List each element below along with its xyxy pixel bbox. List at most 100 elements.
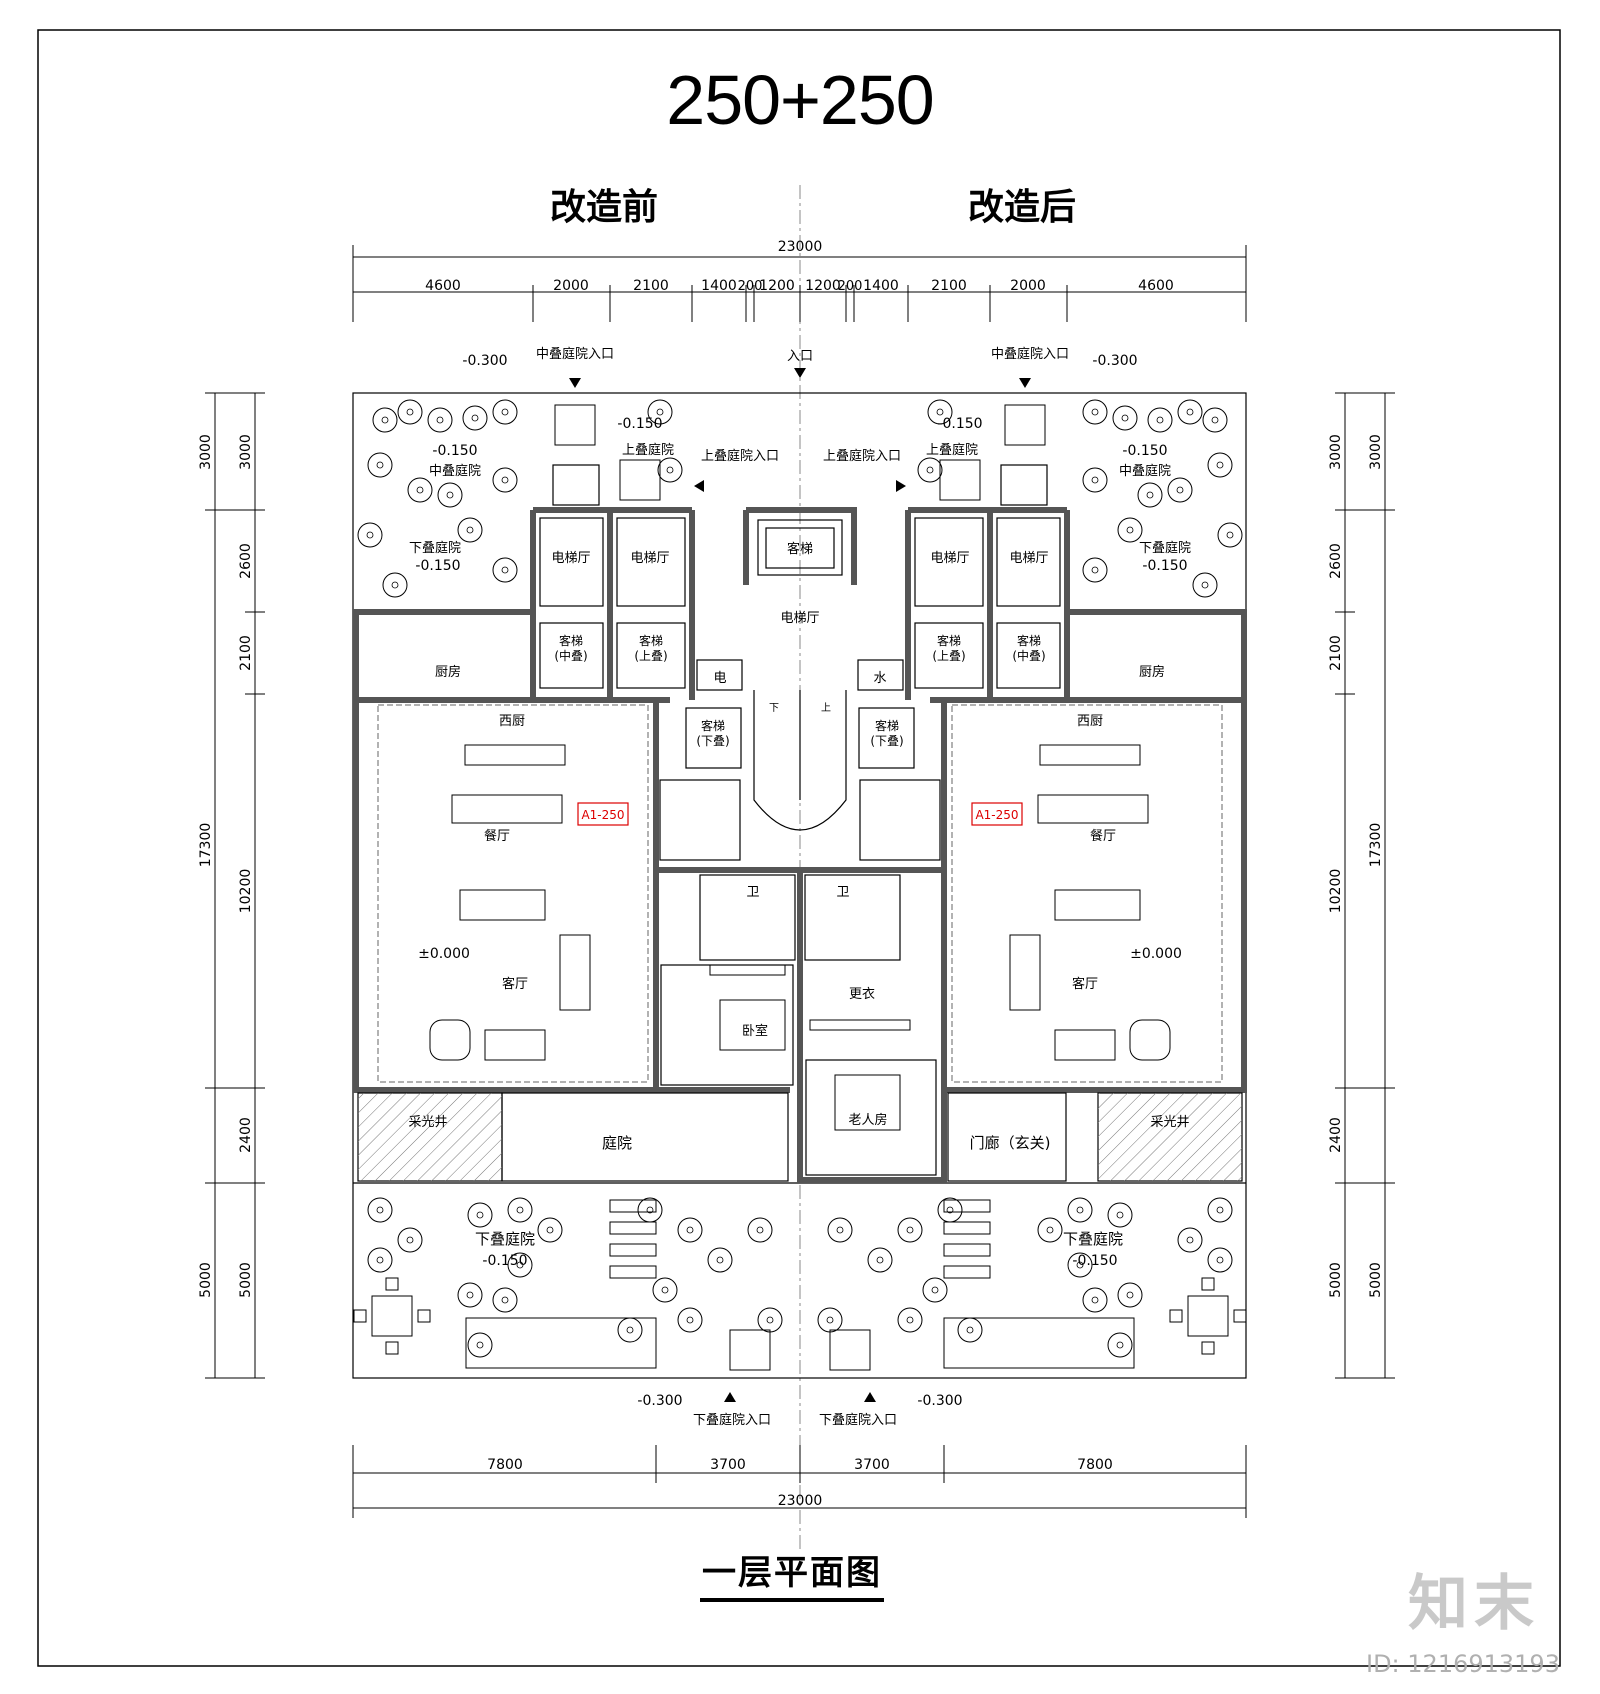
dim-left-inner-6: 5000: [238, 1262, 254, 1298]
dim-left-inner-4: 10200: [238, 869, 254, 914]
plan-title: 一层平面图: [700, 1545, 884, 1602]
drawing-title: 250+250: [666, 61, 934, 139]
label-bath-left: 卫: [746, 885, 759, 900]
label-dining-left: 餐厅: [484, 828, 510, 844]
dim-top-10: 2100: [931, 278, 967, 294]
label-elev-hall-r2: 电梯厅: [1009, 551, 1048, 566]
dim-right-inner-3: 2100: [1328, 635, 1344, 671]
level-m150-ml: -0.150: [415, 558, 460, 574]
label-mid-yard-entry-right: 中叠庭院入口: [991, 346, 1069, 362]
dim-left-outer-1: 3000: [198, 434, 214, 470]
dim-top-2: 2000: [553, 278, 589, 294]
dim-left-inner-2: 2600: [238, 543, 254, 579]
dim-total-bottom: 23000: [778, 1493, 823, 1509]
label-up-yard-left: 上叠庭院: [622, 442, 674, 458]
label-courtyard: 庭院: [602, 1134, 632, 1152]
label-lift-r1: 客梯: [937, 633, 961, 648]
label-lift-center: 客梯: [787, 541, 813, 557]
dim-right-outer-3: 5000: [1368, 1262, 1384, 1298]
label-elder-room: 老人房: [848, 1112, 887, 1128]
level-m150-upr: -0.150: [937, 416, 982, 432]
dim-top-11: 2000: [1010, 278, 1046, 294]
label-mid-yard-left: 中叠庭院: [429, 463, 481, 479]
outdoor-table-left: [353, 1277, 431, 1355]
dim-bottom-1: 7800: [487, 1457, 523, 1473]
dim-top-6: 1200: [759, 278, 795, 294]
dim-top-3: 2100: [633, 278, 669, 294]
dim-bottom-3: 3700: [854, 1457, 890, 1473]
label-bath-right: 卫: [836, 885, 849, 900]
unit-tag-left: A1-250: [581, 808, 624, 822]
label-dining-right: 餐厅: [1090, 828, 1116, 844]
label-living-right: 客厅: [1072, 976, 1098, 992]
unit-tag-left-box: [577, 802, 629, 826]
after-label: 改造后: [968, 187, 1077, 228]
outdoor-table-right: [1169, 1277, 1247, 1355]
label-up-yard-entry-left: 上叠庭院入口: [701, 448, 779, 464]
dim-bottom-4: 7800: [1077, 1457, 1113, 1473]
dim-top-5: 200: [738, 279, 763, 294]
label-lift-l2-sub: (上叠): [634, 649, 667, 663]
label-west-kitchen-left: 西厨: [499, 714, 525, 729]
level-m150-br: -0.150: [1072, 1253, 1117, 1269]
watermark-logo: 知末: [1408, 1569, 1540, 1639]
label-lift-r3: 客梯: [875, 718, 899, 733]
dim-top-7: 1200: [805, 278, 841, 294]
dim-top-1: 4600: [425, 278, 461, 294]
label-light-well-left: 采光井: [408, 1115, 447, 1130]
label-elev-hall-l1: 电梯厅: [551, 551, 590, 566]
level-m150-bl: -0.150: [482, 1253, 527, 1269]
dim-left-outer-2: 17300: [198, 823, 214, 868]
before-label: 改造前: [550, 187, 659, 228]
label-stair-down: 下: [769, 703, 779, 714]
light-well-right: [1098, 1093, 1242, 1181]
label-elev-hall-r1: 电梯厅: [930, 551, 969, 566]
label-low-yard-upper-left: 下叠庭院: [409, 540, 461, 556]
entry-arrows: [569, 368, 1031, 1402]
dim-total-top: 23000: [778, 239, 823, 255]
sheet-frame: [37, 29, 1561, 1667]
level-zero-left: ±0.000: [418, 946, 470, 962]
label-up-yard-right: 上叠庭院: [926, 442, 978, 458]
label-lift-r3-sub: (下叠): [870, 734, 903, 748]
dim-right-inner-2: 2600: [1328, 543, 1344, 579]
label-lift-l3: 客梯: [701, 718, 725, 733]
dim-top-8: 200: [838, 279, 863, 294]
label-lift-r1-sub: (上叠): [932, 649, 965, 663]
label-water: 水: [873, 671, 886, 686]
label-low-yard-upper-right: 下叠庭院: [1139, 540, 1191, 556]
dim-right-outer-2: 17300: [1368, 823, 1384, 868]
level-m300-bl: -0.300: [637, 1393, 682, 1409]
level-m150-mr: -0.150: [1142, 558, 1187, 574]
label-bedroom: 卧室: [742, 1023, 768, 1039]
level-m150-tr: -0.150: [1122, 443, 1167, 459]
label-elev-hall-center: 电梯厅: [780, 611, 819, 626]
label-kitchen-right: 厨房: [1139, 664, 1165, 680]
dim-top-12: 4600: [1138, 278, 1174, 294]
level-m150-upl: -0.150: [617, 416, 662, 432]
label-elev-hall-l2: 电梯厅: [630, 551, 669, 566]
level-m300-tr: -0.300: [1092, 353, 1137, 369]
label-lift-r2-sub: (中叠): [1012, 648, 1045, 663]
label-lift-l1-sub: (中叠): [554, 648, 587, 663]
label-low-yard-entry-right: 下叠庭院入口: [819, 1412, 897, 1428]
label-low-yard-right: 下叠庭院: [1063, 1230, 1123, 1248]
dim-right-outer-1: 3000: [1368, 434, 1384, 470]
label-lift-l2: 客梯: [639, 633, 663, 648]
label-living-left: 客厅: [502, 976, 528, 992]
dim-top-4: 1400: [701, 278, 737, 294]
left-dimensions: [205, 392, 265, 1379]
top-dimensions: [352, 245, 1247, 322]
label-elec: 电: [713, 671, 726, 686]
dim-left-inner-3: 2100: [238, 635, 254, 671]
dim-top-9: 1400: [863, 278, 899, 294]
right-dimensions: [1335, 392, 1395, 1379]
stepping-stones: [465, 404, 1135, 1371]
dim-right-inner-1: 3000: [1328, 434, 1344, 470]
label-lift-l1: 客梯: [559, 633, 583, 648]
label-kitchen-left: 厨房: [435, 664, 461, 680]
label-lift-r2: 客梯: [1017, 633, 1041, 648]
dim-left-inner-1: 3000: [238, 434, 254, 470]
furniture: [429, 744, 1171, 1131]
